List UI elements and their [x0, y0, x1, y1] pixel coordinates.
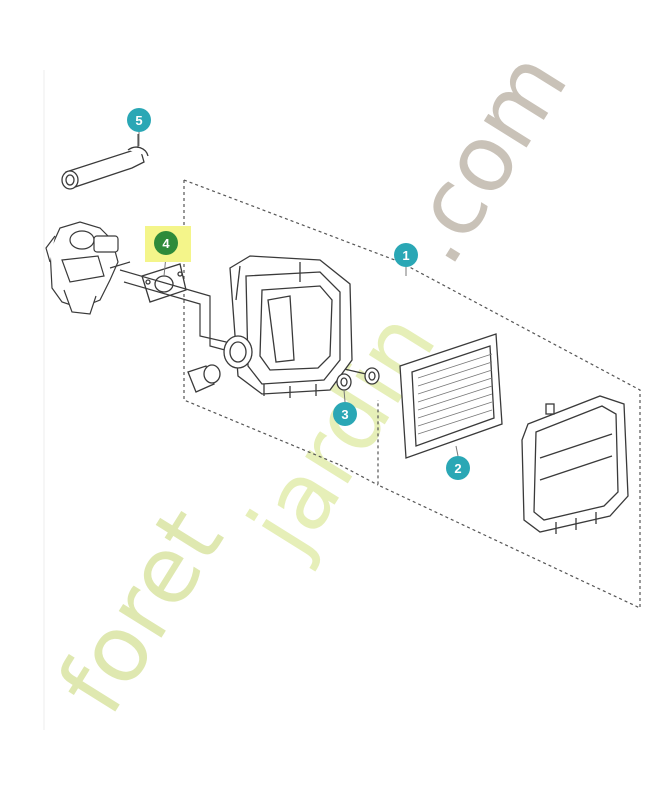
- watermark-foret: foret: [38, 491, 244, 732]
- callout-5-label: 5: [135, 113, 142, 128]
- dashed-frame-assembly: [183, 179, 401, 263]
- part-carburetor: [45, 221, 131, 315]
- callout-1[interactable]: 1: [394, 243, 418, 267]
- callout-3[interactable]: 3: [333, 402, 357, 426]
- dashed-frame-right: [377, 261, 641, 609]
- part-air-filter-base: [223, 255, 353, 398]
- callout-4[interactable]: 4: [154, 231, 178, 255]
- part-paper-filter: [399, 333, 503, 459]
- part-air-filter-cover: [521, 395, 629, 534]
- part-breather-hose: [61, 134, 149, 190]
- callout-5[interactable]: 5: [127, 108, 151, 132]
- callout-1-label: 1: [402, 248, 409, 263]
- callout-2-label: 2: [454, 461, 461, 476]
- part-grommet: [187, 364, 221, 393]
- callout-4-label: 4: [162, 236, 170, 251]
- dashed-frame-bottom: [339, 464, 379, 486]
- part-nuts: [336, 367, 380, 391]
- callout-3-label: 3: [341, 407, 348, 422]
- callout-2[interactable]: 2: [446, 456, 470, 480]
